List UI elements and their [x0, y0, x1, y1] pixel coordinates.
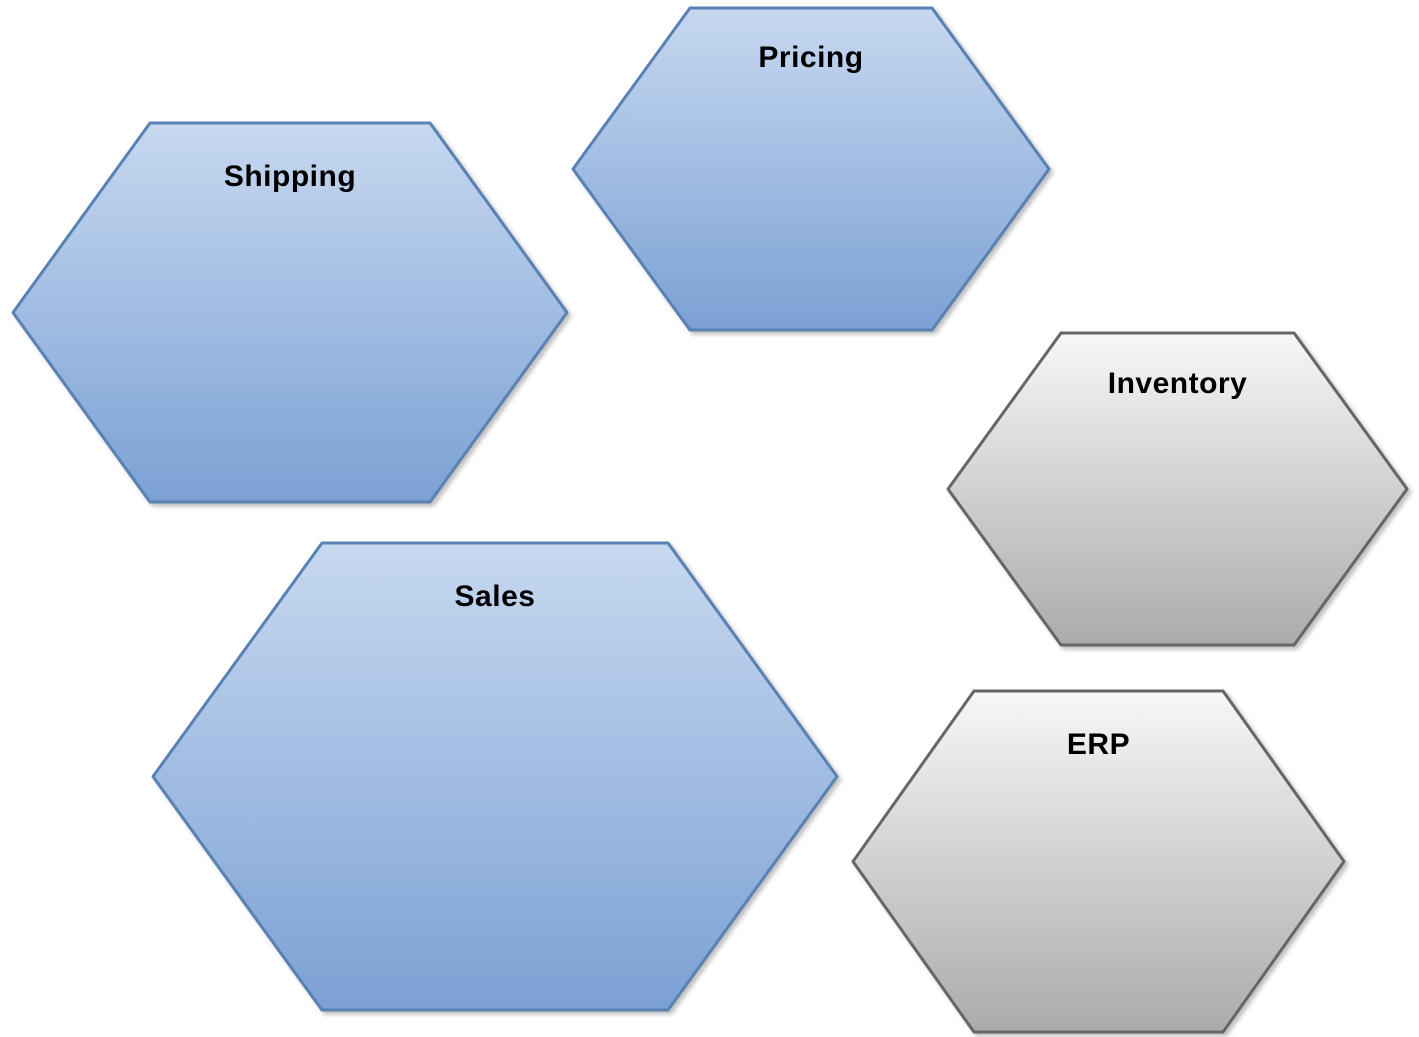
hexagon-shape-shipping: [11, 121, 569, 504]
node-shipping: Shipping: [10, 120, 570, 505]
hexagon-shape-erp: [851, 689, 1346, 1034]
hexagon-shape-sales: [151, 541, 839, 1012]
node-inventory: Inventory: [945, 330, 1410, 648]
node-erp: ERP: [850, 688, 1347, 1035]
hexagon-shape-pricing: [571, 6, 1051, 332]
node-sales: Sales: [150, 540, 840, 1013]
hexagon-shape-inventory: [946, 331, 1409, 647]
node-pricing: Pricing: [570, 5, 1052, 333]
